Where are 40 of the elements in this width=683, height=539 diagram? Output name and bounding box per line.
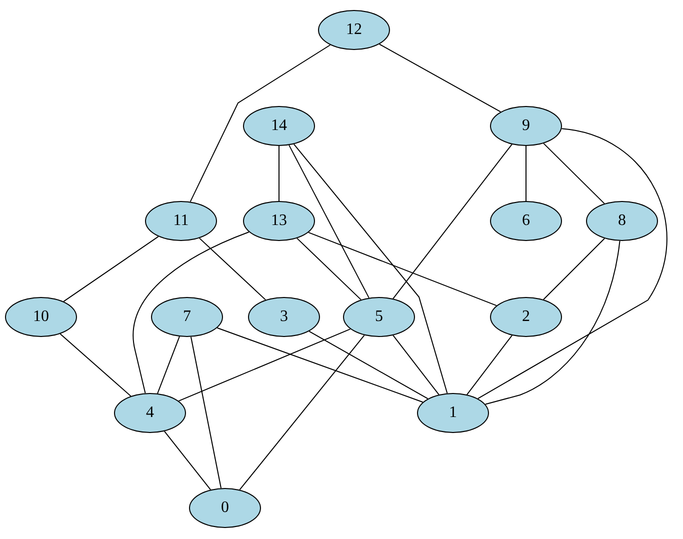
node-ellipse: 1: [417, 393, 489, 433]
connector-line: [239, 334, 365, 490]
connector-line: [484, 240, 620, 405]
node-ellipse: 10: [5, 297, 77, 337]
node-ellipse: 13: [243, 201, 315, 241]
node-ellipse: 6: [490, 201, 562, 241]
connector-line: [198, 238, 266, 300]
node-ellipse: 8: [586, 201, 658, 241]
connector-line: [190, 336, 222, 489]
connector-line: [63, 236, 159, 302]
node-ellipse: 9: [490, 106, 562, 146]
connector-line: [157, 336, 180, 394]
node-ellipse: 0: [189, 488, 261, 528]
connector-line: [308, 330, 428, 400]
connector-line: [288, 144, 370, 298]
connector-line: [308, 232, 497, 306]
connector-line: [392, 334, 440, 396]
connector-line: [190, 44, 331, 202]
connector-line: [60, 333, 132, 397]
node-ellipse: 2: [490, 297, 562, 337]
node-ellipse: 14: [243, 106, 315, 146]
connector-line: [378, 44, 502, 112]
connector-line: [132, 232, 250, 394]
connector-line: [543, 142, 605, 204]
node-ellipse: 3: [248, 297, 320, 337]
connector-line: [164, 430, 212, 490]
connector-line: [542, 238, 606, 300]
connector-line: [392, 144, 512, 300]
connector-line: [278, 146, 280, 202]
node-ellipse: 4: [114, 393, 186, 433]
node-ellipse: 12: [318, 10, 390, 50]
connector-line: [216, 327, 424, 403]
connector-line: [296, 238, 362, 300]
node-ellipse: 5: [343, 297, 415, 337]
connector-line: [466, 334, 512, 396]
connector-line: [178, 328, 351, 402]
connector-line: [477, 128, 668, 400]
node-ellipse: 11: [145, 201, 217, 241]
connector-line: [293, 144, 448, 394]
node-ellipse: 7: [151, 297, 223, 337]
